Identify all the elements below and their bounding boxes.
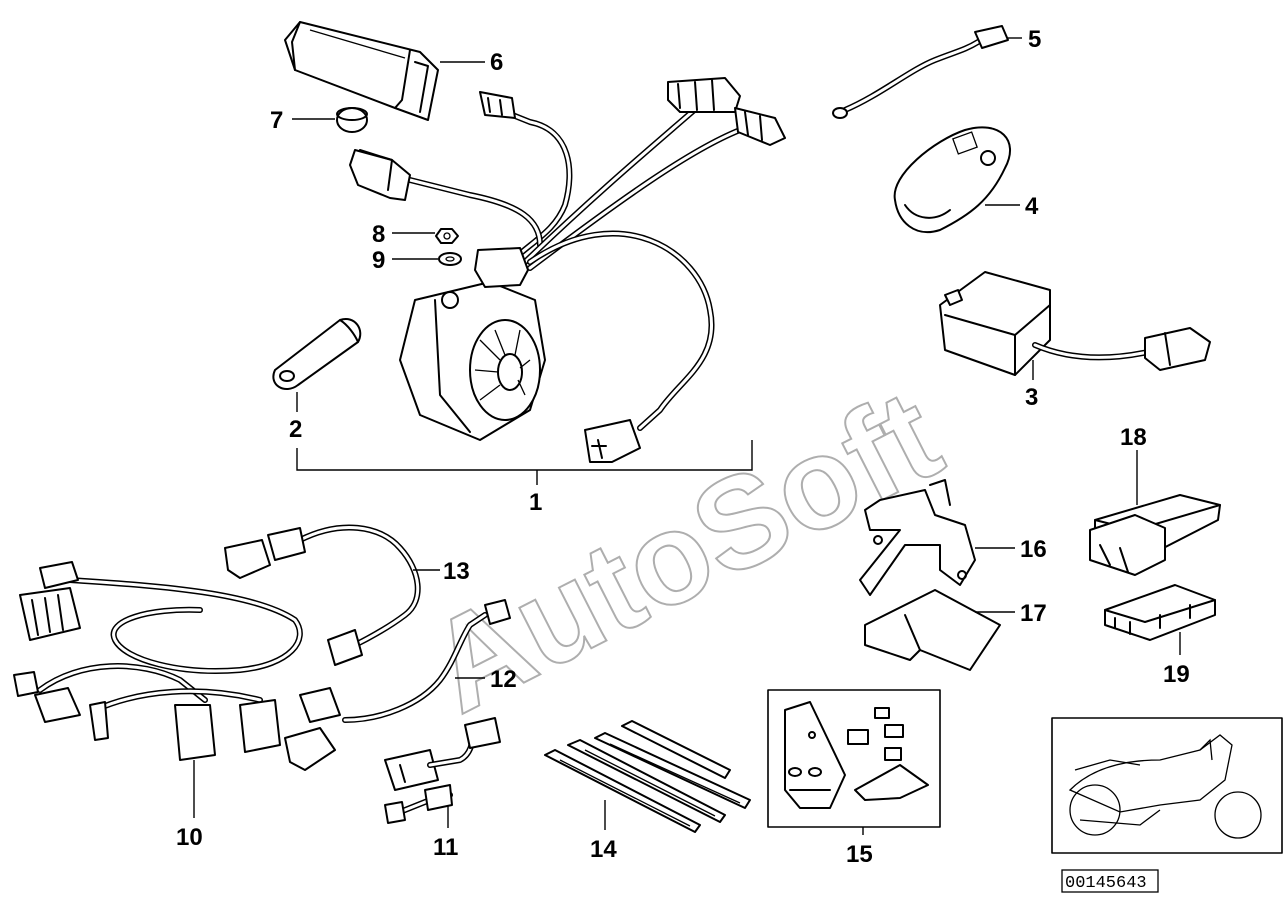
callout-16: 16 bbox=[1020, 536, 1047, 563]
motorcycle-thumbnail bbox=[1051, 717, 1283, 854]
part-17-plate[interactable] bbox=[864, 589, 1001, 671]
part-3-control-unit[interactable] bbox=[939, 271, 1211, 376]
callout-6: 6 bbox=[490, 49, 503, 76]
callout-4: 4 bbox=[1025, 193, 1039, 220]
callout-17: 17 bbox=[1020, 600, 1047, 627]
callout-13: 13 bbox=[443, 558, 470, 585]
part-2-transponder[interactable] bbox=[272, 318, 362, 390]
part-14-cable-ties[interactable] bbox=[544, 720, 751, 833]
part-13-adapter-cable[interactable] bbox=[224, 524, 421, 666]
callout-12: 12 bbox=[490, 666, 517, 693]
callout-8: 8 bbox=[372, 221, 385, 248]
callout-19: 19 bbox=[1163, 661, 1190, 688]
reference-number: 00145643 bbox=[1065, 874, 1147, 893]
callout-15: 15 bbox=[846, 841, 873, 868]
part-8-nut[interactable] bbox=[435, 228, 459, 244]
callout-10: 10 bbox=[176, 824, 203, 851]
part-6-alarm-module[interactable] bbox=[284, 21, 439, 121]
part-7-grommet[interactable] bbox=[336, 107, 368, 133]
callout-7: 7 bbox=[270, 107, 283, 134]
part-19-socket[interactable] bbox=[1104, 584, 1216, 641]
callout-1: 1 bbox=[529, 489, 542, 516]
part-9-washer[interactable] bbox=[438, 252, 462, 266]
part-12-adapter-cable[interactable] bbox=[284, 599, 511, 771]
callout-14: 14 bbox=[590, 836, 617, 863]
part-10-wiring-harness[interactable] bbox=[13, 561, 303, 761]
part-15-mounting-kit[interactable] bbox=[767, 689, 941, 828]
part-4-remote[interactable] bbox=[893, 126, 1011, 233]
reference-number-box: 00145643 bbox=[1061, 869, 1159, 893]
part-5-sensor-top[interactable] bbox=[832, 25, 1009, 119]
part-1-siren-harness[interactable] bbox=[349, 77, 786, 463]
part-18-relay[interactable] bbox=[1089, 494, 1221, 576]
callout-2: 2 bbox=[289, 416, 302, 443]
callout-9: 9 bbox=[372, 247, 385, 274]
callout-18: 18 bbox=[1120, 424, 1147, 451]
callout-11: 11 bbox=[433, 834, 458, 861]
callout-5: 5 bbox=[1028, 26, 1041, 53]
part-11-adapter-lead[interactable] bbox=[384, 717, 501, 824]
callout-3: 3 bbox=[1025, 384, 1038, 411]
part-16-bracket[interactable] bbox=[859, 479, 976, 596]
